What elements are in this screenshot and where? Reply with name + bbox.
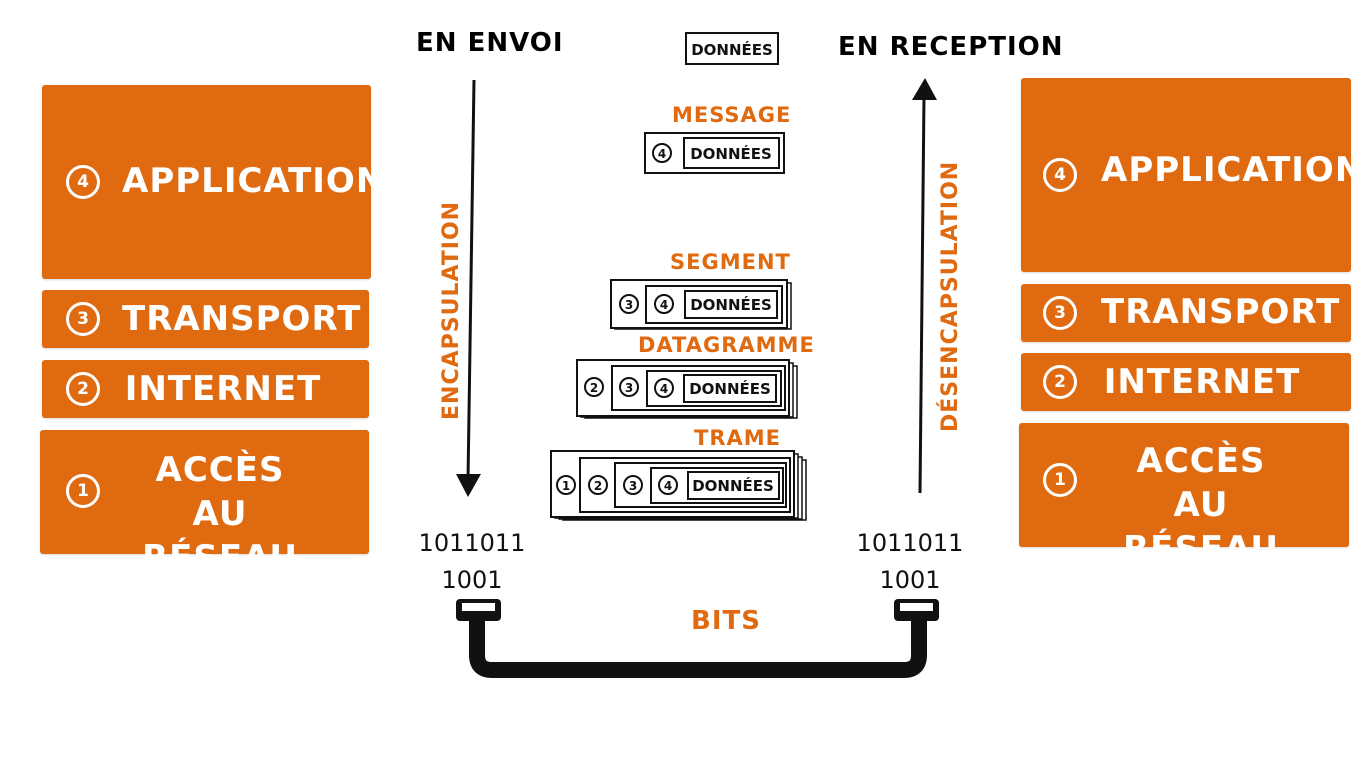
trame-h2-text: 2 xyxy=(594,479,602,493)
left-layer-4-label: APPLICATION xyxy=(122,161,386,201)
cable-label-bits: BITS xyxy=(691,606,761,636)
pdu-data-text: DONNÉES xyxy=(691,40,773,59)
trame-h2-circle xyxy=(588,475,608,495)
right-layer-internet: 2 INTERNET xyxy=(1021,353,1351,411)
message-data-text: DONNÉES xyxy=(690,144,772,163)
datagramme-h3-circle xyxy=(619,377,639,397)
trame-data-box xyxy=(687,471,780,500)
left-plug-inner xyxy=(462,603,495,611)
encapsulation-label: ENCAPSULATION xyxy=(439,201,464,420)
trame-data-text: DONNÉES xyxy=(692,476,774,495)
pdu-label-trame: TRAME xyxy=(694,426,781,450)
message-h4-circle xyxy=(652,143,672,163)
datagramme-h2-text: 2 xyxy=(590,381,598,395)
left-layer-1-label-line2: AU RÉSEAU xyxy=(142,494,298,578)
left-layer-1-label-line1: ACCÈS xyxy=(155,450,285,490)
right-layer-1-number: 1 xyxy=(1043,463,1077,497)
left-layer-1-number: 1 xyxy=(66,474,100,508)
left-layer-3-number: 3 xyxy=(66,302,100,336)
left-layer-3-label: TRANSPORT xyxy=(122,299,362,339)
desencapsulation-arrow-shaft xyxy=(918,95,926,494)
left-layer-2-number: 2 xyxy=(66,372,100,406)
datagramme-data-box xyxy=(683,374,777,403)
network-cable xyxy=(469,604,927,678)
left-bits-line1: 1011011 xyxy=(418,529,526,557)
right-layer-2-label: INTERNET xyxy=(1103,362,1301,402)
left-layer-2-label: INTERNET xyxy=(124,369,322,409)
right-layer-application: 4 APPLICATION xyxy=(1021,78,1365,272)
trame-h1-text: 1 xyxy=(562,479,570,493)
datagramme-h3-text: 3 xyxy=(625,381,633,395)
pdu-data-box xyxy=(685,32,779,65)
right-bits-line2: 1001 xyxy=(879,566,941,594)
left-layer-application: 4 APPLICATION xyxy=(42,85,386,279)
datagramme-h4-text: 4 xyxy=(660,382,668,396)
message-data-box xyxy=(683,137,780,169)
datagramme-h4-circle xyxy=(654,378,674,398)
trame-h3-circle xyxy=(623,475,643,495)
trame-h3-text: 3 xyxy=(629,479,637,493)
message-h4-text: 4 xyxy=(658,147,666,161)
segment-h4-text: 4 xyxy=(660,298,668,312)
right-layer-1-label-line2: AU RÉSEAU xyxy=(1123,485,1279,569)
left-layer-4-number: 4 xyxy=(66,165,100,199)
right-layer-2-number: 2 xyxy=(1043,365,1077,399)
right-layer-transport: 3 TRANSPORT xyxy=(1021,284,1351,342)
right-bits-line1: 1011011 xyxy=(856,529,964,557)
trame-h4-circle xyxy=(658,475,678,495)
pdu-label-datagramme: DATAGRAMME xyxy=(638,333,815,357)
left-bits-line2: 1001 xyxy=(441,566,503,594)
right-layer-4-label: APPLICATION xyxy=(1101,150,1365,190)
segment-h4-circle xyxy=(654,294,674,314)
segment-data-text: DONNÉES xyxy=(690,295,772,314)
segment-h3-text: 3 xyxy=(625,298,633,312)
right-layer-1-label-line1: ACCÈS xyxy=(1136,441,1266,481)
encapsulation-arrow-shaft xyxy=(466,79,476,481)
receiving-heading: EN RECEPTION xyxy=(838,32,1064,62)
right-plug-inner xyxy=(900,603,933,611)
encapsulation-arrow-head xyxy=(456,474,481,497)
segment-h3-circle xyxy=(619,294,639,314)
segment-data-box xyxy=(684,290,778,319)
trame-h1-circle xyxy=(556,475,576,495)
left-layer-network-access: 1 ACCÈS AU RÉSEAU xyxy=(40,430,369,578)
sending-heading: EN ENVOI xyxy=(416,28,564,58)
datagramme-data-text: DONNÉES xyxy=(689,379,771,398)
trame-h4-text: 4 xyxy=(664,479,672,493)
right-layer-3-number: 3 xyxy=(1043,296,1077,330)
pdu-label-segment: SEGMENT xyxy=(670,250,791,274)
desencapsulation-arrow-head xyxy=(912,78,937,100)
desencapsulation-label: DÉSENCAPSULATION xyxy=(937,161,963,432)
left-layer-transport: 3 TRANSPORT xyxy=(42,290,369,348)
right-layer-network-access: 1 ACCÈS AU RÉSEAU xyxy=(1019,423,1349,569)
pdu-label-message: MESSAGE xyxy=(672,103,792,127)
datagramme-h2-circle xyxy=(584,377,604,397)
left-layer-internet: 2 INTERNET xyxy=(42,360,369,418)
right-layer-3-label: TRANSPORT xyxy=(1101,292,1341,332)
right-layer-4-number: 4 xyxy=(1043,158,1077,192)
